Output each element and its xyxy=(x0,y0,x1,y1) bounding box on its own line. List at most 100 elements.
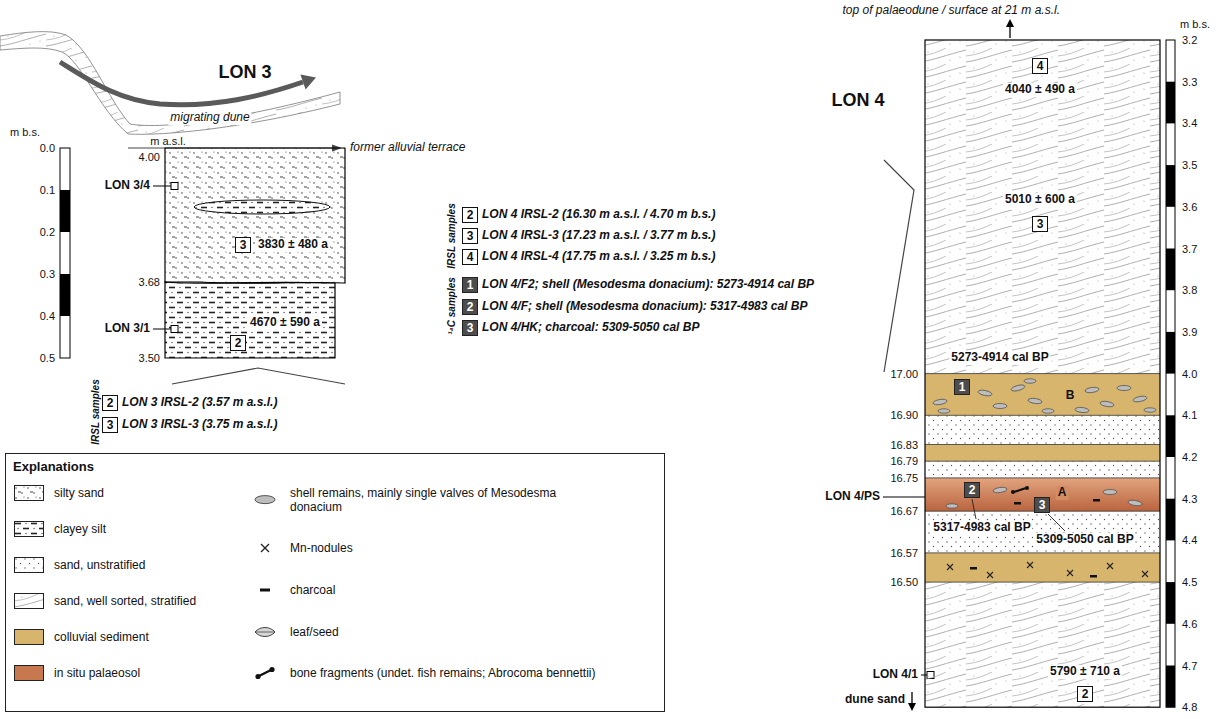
sample-list-item: LON 3 IRSL-3 (3.75 m a.s.l.) xyxy=(122,418,277,432)
age-label: 3830 ± 480 a xyxy=(256,238,330,252)
legend-symbol xyxy=(15,558,44,573)
lon4-column xyxy=(1128,499,1143,506)
lon4-column xyxy=(1075,407,1089,413)
irsl-sample-box: 3 xyxy=(1032,216,1048,232)
sample-label: LON 4/1 xyxy=(873,668,918,682)
legend-item: Mn-nodules xyxy=(250,540,353,556)
age-label: 5790 ± 710 a xyxy=(1048,665,1122,679)
lon4-column xyxy=(1107,563,1113,569)
lon4-column xyxy=(993,404,1007,409)
lon4-column xyxy=(925,511,1160,553)
irsl-sample-box: 3 xyxy=(235,237,251,253)
depth-scale-bar xyxy=(1166,40,1175,707)
lon4-column xyxy=(978,389,993,397)
legend-symbol xyxy=(14,521,44,537)
dune-sketch xyxy=(60,62,303,105)
depth-scale-bar xyxy=(1166,82,1175,124)
lon4-column xyxy=(925,415,1160,416)
depth-value: 3.6 xyxy=(1182,200,1197,213)
depth-scale-bar xyxy=(1166,582,1175,624)
lon4-column xyxy=(925,461,1160,478)
surface-note: top of palaeodune / surface at 21 m a.s.… xyxy=(843,4,1060,18)
lon4-column xyxy=(925,415,1160,444)
depth-value: 0.4 xyxy=(40,310,55,323)
lon4-column xyxy=(925,374,1160,582)
lon4-column xyxy=(1028,398,1043,405)
lon4-column xyxy=(1014,488,1026,492)
bracket xyxy=(884,160,914,372)
sample-marker xyxy=(153,186,171,187)
node-text: 3 xyxy=(1039,499,1046,511)
depth-scale-bar xyxy=(60,148,70,358)
elevation-value: 16.83 xyxy=(890,438,918,451)
irsl-sample-box: 4 xyxy=(462,249,478,265)
lon4-column xyxy=(1011,490,1015,494)
lon3-profile xyxy=(165,148,345,358)
lon4-column xyxy=(925,477,1160,478)
age-label: 4670 ± 590 a xyxy=(248,316,322,330)
lon4-column xyxy=(947,564,953,570)
lon4-column xyxy=(946,504,958,508)
legend-item: charcoal xyxy=(250,582,335,598)
dune-sketch xyxy=(0,32,340,135)
lon4-column xyxy=(1027,562,1033,568)
depth-value: 3.2 xyxy=(1182,34,1197,47)
lon4-column xyxy=(933,398,948,405)
depth-scale-bar xyxy=(60,190,70,232)
depth-value: 4.3 xyxy=(1182,492,1197,505)
radiocarbon-sample-box: 3 xyxy=(1034,497,1050,513)
node-text: 4 xyxy=(467,251,474,263)
lon4-column xyxy=(972,499,976,519)
elevation-value: 17.00 xyxy=(890,367,918,380)
depth-value: 4.2 xyxy=(1182,451,1197,464)
sample-list-item: LON 4 IRSL-2 (16.30 m a.s.l. / 4.70 m b.… xyxy=(482,208,715,222)
legend-text: shell remains, mainly single valves of M… xyxy=(290,486,590,515)
depth-scale-bar xyxy=(1166,165,1175,207)
elevation-value: 3.68 xyxy=(139,276,160,289)
depth-scale-bar xyxy=(1166,249,1175,291)
lon4-column xyxy=(1014,502,1021,505)
lon4-column xyxy=(1142,571,1148,577)
lon4-column xyxy=(1100,400,1115,407)
lon4-column xyxy=(1144,408,1156,412)
lon4-column xyxy=(938,409,950,413)
legend-symbol xyxy=(250,492,280,508)
legend-symbol xyxy=(15,486,44,501)
legend-symbol xyxy=(250,665,280,681)
lon4-column xyxy=(925,461,1160,462)
legend-symbol xyxy=(14,593,44,609)
node-text: 1 xyxy=(467,279,474,291)
legend-symbol xyxy=(255,496,275,504)
direction-arrow xyxy=(1006,19,1014,27)
section-title: LON 3 xyxy=(218,62,271,83)
legend-text: bone fragments (undet. fish remains; Abr… xyxy=(290,666,596,680)
axis-unit: m b.s. xyxy=(1180,18,1210,31)
sample-list-item: LON 4 IRSL-3 (17.23 m a.s.l. / 3.77 m b.… xyxy=(482,229,715,243)
surface-label: former alluvial terrace xyxy=(350,141,465,155)
sample-list-item: LON 4 IRSL-4 (17.75 m a.s.l. / 3.25 m b.… xyxy=(482,250,715,264)
lon4-column xyxy=(925,444,1160,445)
depth-scale-bar xyxy=(1166,666,1175,708)
legend-text: silty sand xyxy=(54,486,104,500)
lon4-column xyxy=(925,40,1160,374)
depth-value: 3.5 xyxy=(1182,159,1197,172)
lon4-column xyxy=(1014,488,1026,492)
lon4-column xyxy=(1024,379,1036,383)
depth-value: 3.7 xyxy=(1182,242,1197,255)
lon4-column xyxy=(947,562,1148,578)
node-text: 1 xyxy=(959,381,966,393)
sample-marker xyxy=(171,183,178,190)
node-text: 3 xyxy=(107,419,114,431)
legend-text: sand, unstratified xyxy=(54,558,145,572)
lon4-column xyxy=(933,379,1156,508)
lon3-profile xyxy=(165,148,345,283)
lon4-column xyxy=(1011,486,1029,494)
depth-value: 4.6 xyxy=(1182,617,1197,630)
depth-value: 3.9 xyxy=(1182,326,1197,339)
legend-symbol xyxy=(15,522,44,537)
age-label: 5273-4914 cal BP xyxy=(949,351,1050,365)
lon3-profile xyxy=(194,200,330,214)
age-label: 5317-4983 cal BP xyxy=(931,521,1032,535)
legend-item: silty sand xyxy=(14,485,104,501)
legend-symbol xyxy=(261,544,269,552)
